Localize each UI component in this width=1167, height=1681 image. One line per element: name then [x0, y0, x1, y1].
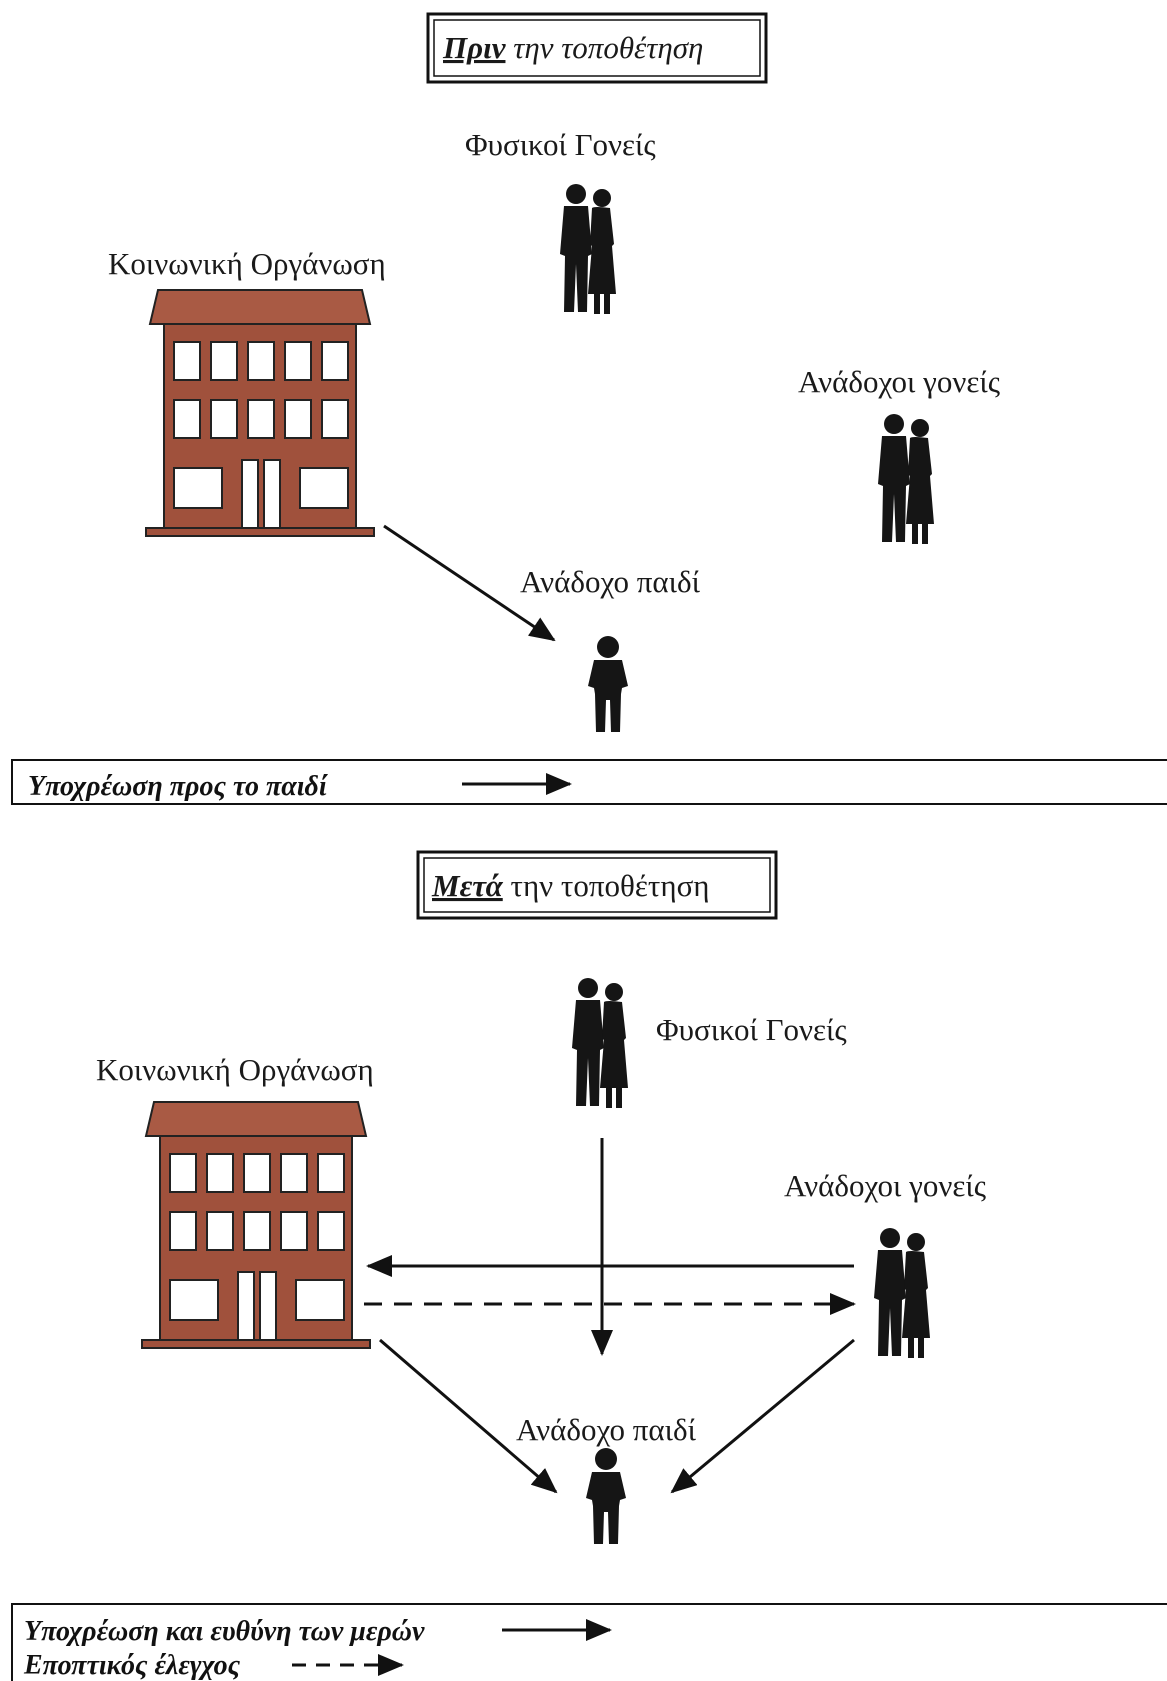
- top-foster-child-icon: [588, 636, 628, 732]
- top-title: Πριν την τοποθέτηση: [442, 30, 703, 65]
- bottom-arrow-foster-to-child: [670, 1338, 855, 1494]
- bottom-label-agency: Κοινωνική Οργάνωση: [96, 1052, 374, 1087]
- bottom-legend-obligation: Υποχρέωση και ευθύνη των μερών: [24, 1616, 425, 1647]
- top-legend-obligation: Υποχρέωση προς το παιδί: [28, 771, 328, 802]
- bottom-label-birth-parents: Φυσικοί Γονείς: [656, 1012, 847, 1047]
- top-panel: Πριν την τοποθέτηση Φυσικοί Γονείς Κοινω…: [11, 12, 1167, 805]
- top-building-icon: [145, 289, 375, 537]
- bottom-title-box-inner: [423, 857, 771, 913]
- bottom-title-emphasis: Μετά: [431, 868, 504, 903]
- top-birth-parents-icon: [560, 184, 616, 314]
- bottom-foster-child-icon: [586, 1448, 626, 1544]
- top-arrow-agency-to-child: [383, 524, 556, 642]
- bottom-label-foster-parents: Ανάδοχοι γονείς: [784, 1168, 986, 1203]
- top-title-rest: την τοποθέτηση: [505, 30, 703, 65]
- bottom-birth-parents-icon: [572, 978, 628, 1108]
- bottom-legend-supervision: Εποπτικός έλεγχος: [23, 1650, 241, 1681]
- top-label-foster-child: Ανάδοχο παιδί: [520, 564, 701, 599]
- bottom-title-box-outer: [416, 850, 778, 920]
- top-foster-parents-icon: [878, 414, 934, 544]
- top-label-foster-parents: Ανάδοχοι γονείς: [798, 364, 1000, 399]
- bottom-label-foster-child: Ανάδοχο παιδί: [516, 1412, 697, 1447]
- bottom-legend-box: [11, 1603, 1167, 1681]
- bottom-arrow-agency-to-child: [379, 1338, 558, 1494]
- top-title-box-inner: [433, 19, 761, 77]
- top-title-box-outer: [426, 12, 768, 84]
- bottom-foster-parents-icon: [874, 1228, 930, 1358]
- top-legend-box: [11, 759, 1167, 805]
- bottom-title: Μετά την τοποθέτηση: [431, 868, 710, 903]
- top-title-emphasis: Πριν: [442, 30, 507, 65]
- bottom-title-rest: την τοποθέτηση: [503, 868, 710, 903]
- top-label-agency: Κοινωνική Οργάνωση: [108, 246, 386, 281]
- top-label-birth-parents: Φυσικοί Γονείς: [465, 127, 656, 162]
- bottom-building-icon: [141, 1101, 371, 1349]
- bottom-panel: Μετά την τοποθέτηση Φυσικοί Γονείς Κοινω…: [11, 850, 1167, 1681]
